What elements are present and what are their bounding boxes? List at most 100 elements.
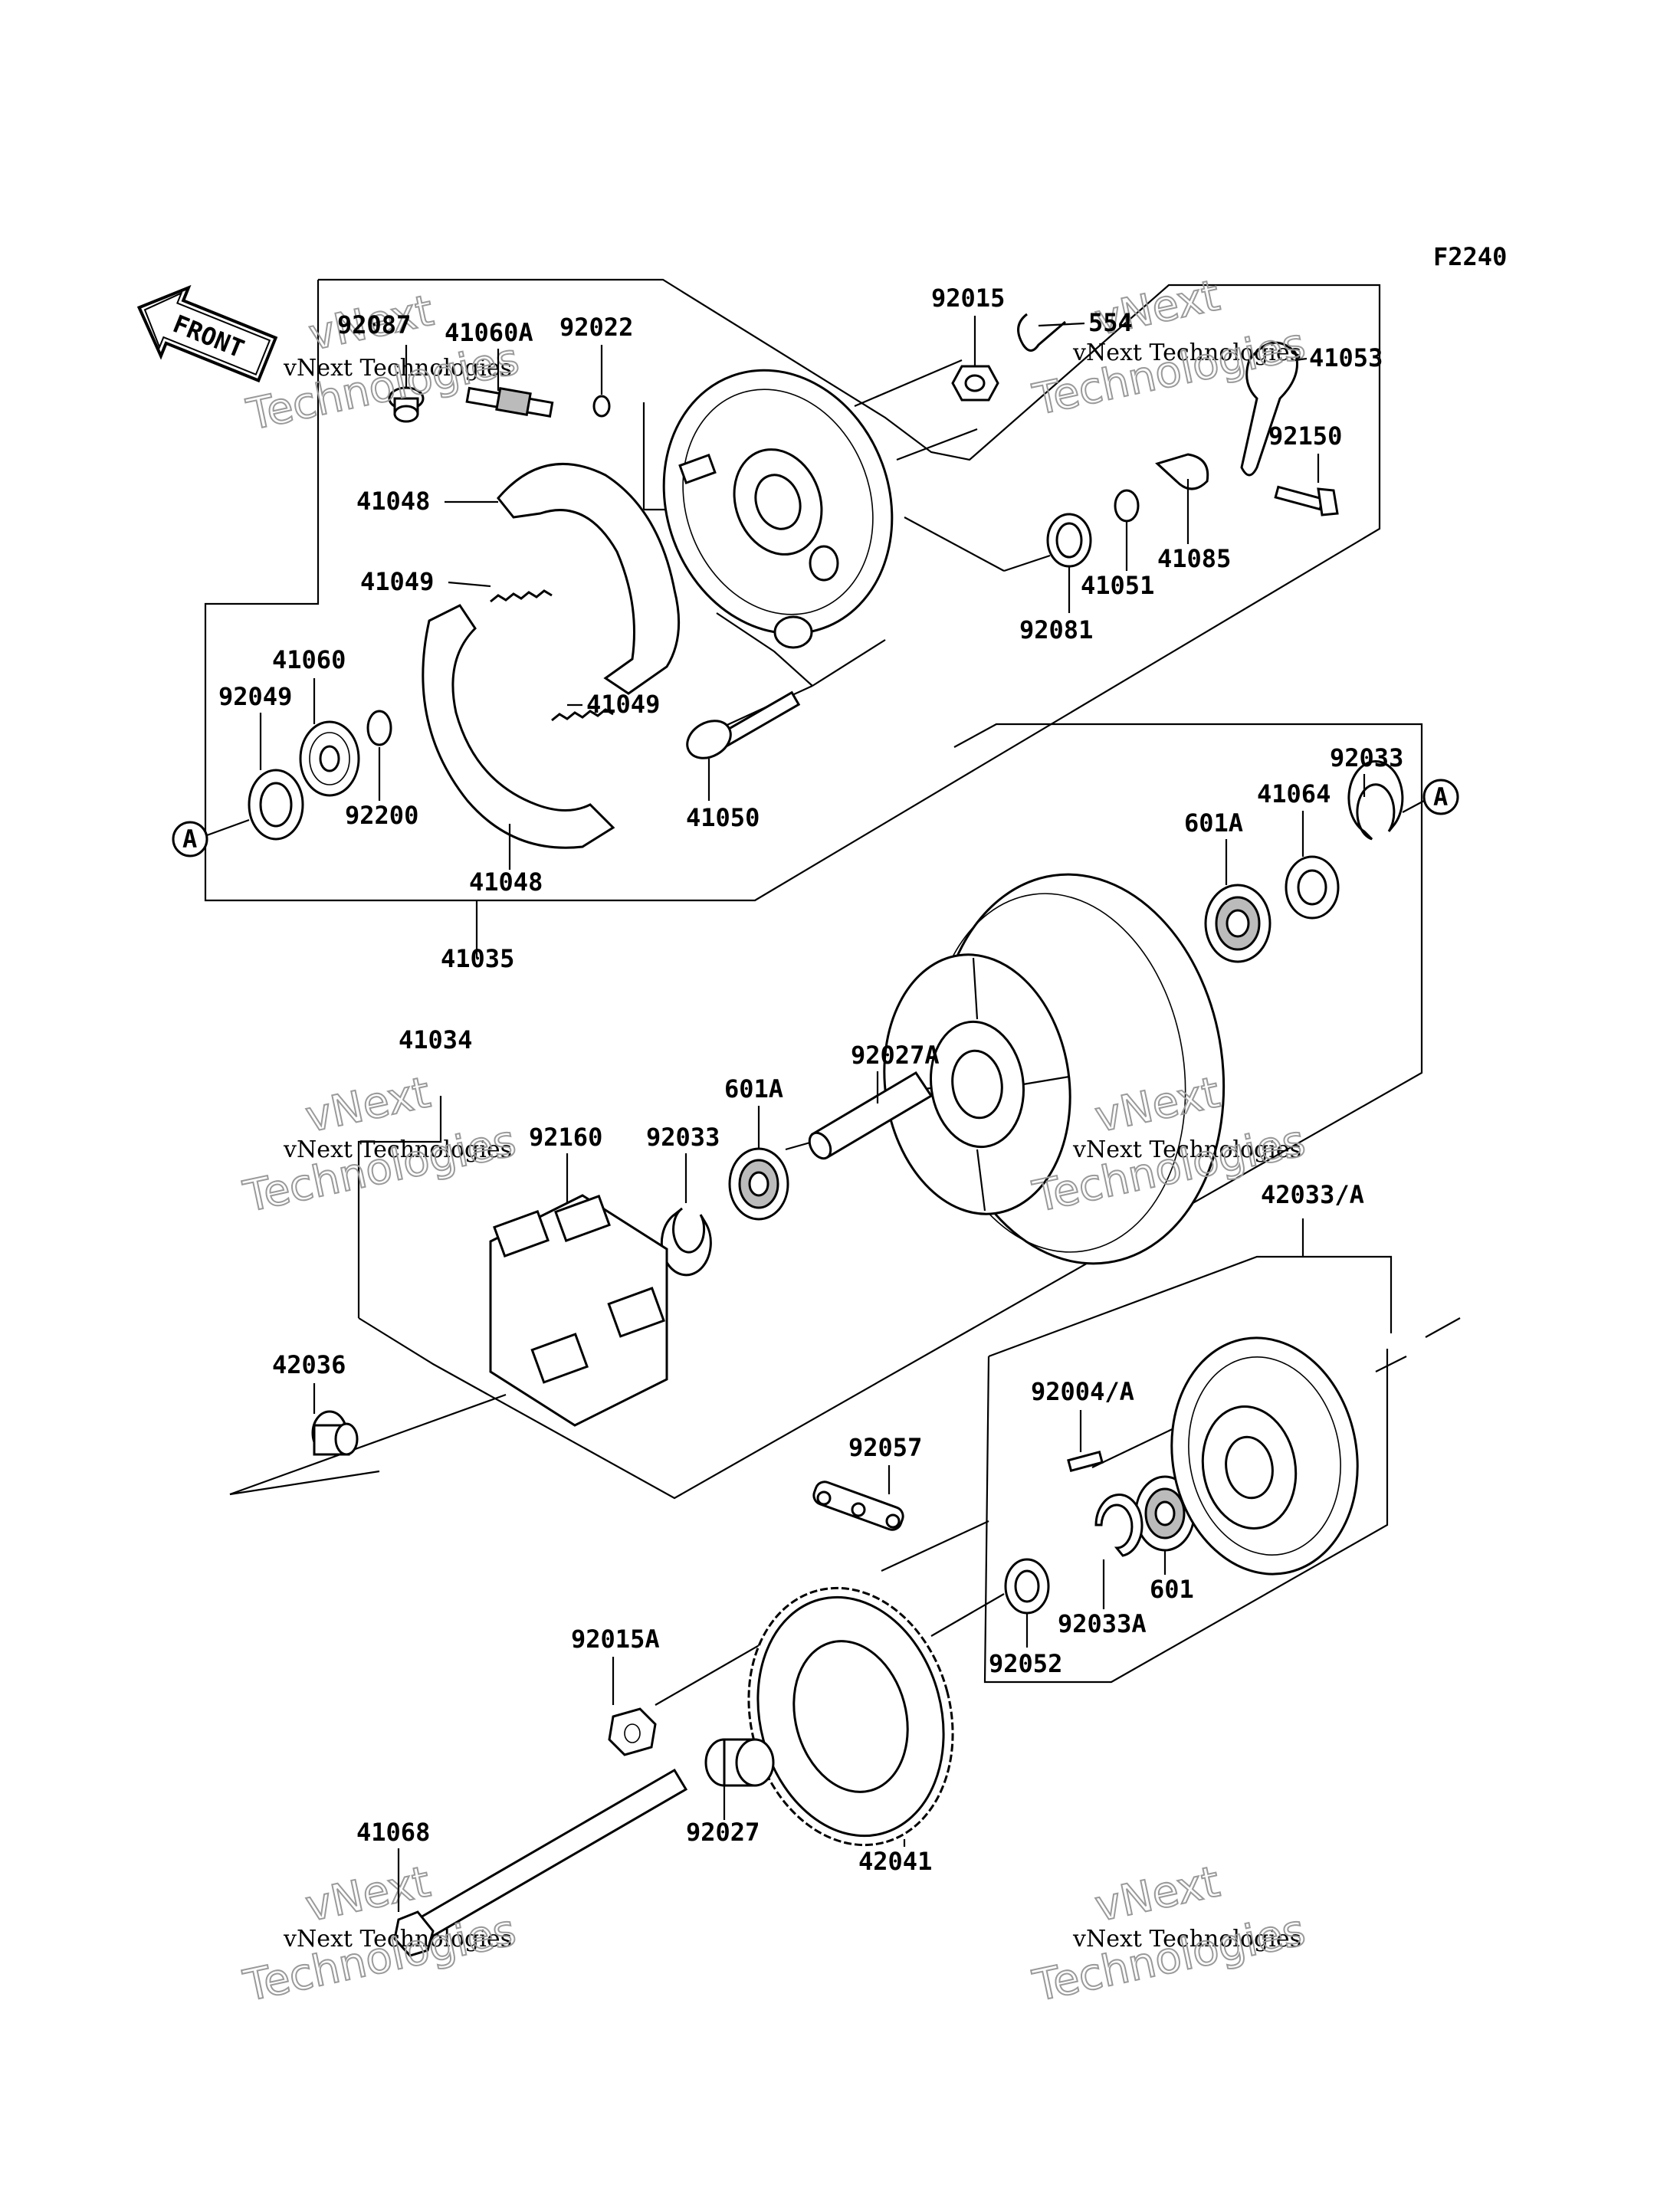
- part-label-601Ab: 601A: [724, 1074, 783, 1103]
- part-42033A-drawing: [1170, 1336, 1359, 1576]
- part-label-92027: 92027: [686, 1818, 760, 1847]
- part-label-41060: 41060: [272, 645, 346, 674]
- part-label-554: 554: [1088, 308, 1133, 337]
- part-label-42036: 42036: [272, 1350, 346, 1379]
- part-601A-upper-drawing: [1204, 884, 1271, 963]
- part-label-41049b: 41049: [586, 690, 660, 719]
- part-label-92033A: 92033A: [1058, 1609, 1147, 1638]
- part-label-41050: 41050: [686, 803, 760, 832]
- watermark-2: vNext Technologies vNext Technologies: [1028, 270, 1310, 426]
- svg-text:vNext Technologies: vNext Technologies: [1072, 339, 1301, 366]
- part-92087-drawing: [388, 386, 425, 423]
- part-41050-drawing: [686, 690, 801, 759]
- part-label-92057: 92057: [848, 1433, 922, 1462]
- part-92033-lower-drawing: [660, 1207, 712, 1277]
- part-label-92022: 92022: [559, 313, 633, 342]
- svg-text:Technologies: Technologies: [239, 1116, 520, 1222]
- group-frame-42033A: [983, 1349, 1389, 1684]
- watermark-3: vNext Technologies vNext Technologies: [238, 1067, 520, 1223]
- part-92027-drawing: [704, 1738, 775, 1787]
- part-label-41060A: 41060A: [445, 318, 533, 347]
- wheel-hub-drawing: [883, 873, 1226, 1265]
- svg-text:Technologies: Technologies: [239, 1905, 520, 2012]
- svg-text:vNext Technologies: vNext Technologies: [283, 355, 512, 382]
- part-label-92150: 92150: [1268, 421, 1342, 451]
- part-92033A-drawing: [1094, 1494, 1144, 1557]
- part-41049-lower-drawing: [551, 708, 614, 722]
- leader-line-554: [1038, 322, 1085, 327]
- leader-line-41053: [1294, 357, 1308, 362]
- part-41048-upper-drawing: [497, 463, 681, 695]
- leader-line-41049a: [448, 581, 491, 588]
- part-label-92015: 92015: [931, 284, 1005, 313]
- svg-text:vNext Technologies: vNext Technologies: [1072, 1136, 1301, 1163]
- part-label-601Aa: 601A: [1184, 808, 1243, 838]
- svg-text:Technologies: Technologies: [242, 334, 523, 441]
- part-label-92160: 92160: [529, 1123, 602, 1152]
- ref-marker-right-label: A: [1433, 782, 1448, 812]
- group-frame-41035: [204, 278, 1381, 902]
- part-label-92033b: 92033: [646, 1123, 720, 1152]
- part-label-41064: 41064: [1257, 779, 1331, 808]
- part-label-92049: 92049: [218, 682, 292, 711]
- part-41051-drawing: [1114, 489, 1140, 523]
- part-label-41035: 41035: [441, 944, 514, 973]
- part-92150-drawing: [1274, 485, 1339, 516]
- part-label-41049a: 41049: [360, 567, 434, 596]
- watermark-6: vNext Technologies vNext Technologies: [1028, 1856, 1310, 2012]
- part-92022-drawing: [592, 395, 611, 418]
- part-label-92087: 92087: [337, 310, 411, 339]
- part-label-92033a: 92033: [1330, 743, 1403, 772]
- part-42041-drawing: [747, 1586, 954, 1847]
- figure-code: F2240: [1433, 242, 1507, 271]
- part-41085-drawing: [1155, 453, 1209, 490]
- watermark-5: vNext Technologies vNext Technologies: [238, 1856, 520, 2012]
- part-41049-upper-drawing: [490, 589, 553, 603]
- svg-text:vNext: vNext: [301, 1067, 435, 1143]
- part-92052-drawing: [1004, 1558, 1050, 1615]
- part-92160-drawing: [489, 1194, 668, 1427]
- part-label-41068: 41068: [356, 1818, 430, 1847]
- part-41060-drawing: [299, 720, 360, 797]
- part-92027A-drawing: [808, 1071, 934, 1160]
- part-label-601: 601: [1150, 1575, 1194, 1604]
- part-label-92200: 92200: [345, 801, 418, 830]
- part-554-drawing: [1017, 313, 1066, 352]
- svg-text:vNext Technologies: vNext Technologies: [1072, 1926, 1301, 1953]
- part-92033-upper-drawing: [1347, 760, 1404, 841]
- brake-panel-drawing: [662, 369, 894, 649]
- part-41060A-drawing: [465, 386, 554, 418]
- part-92057-drawing: [812, 1481, 904, 1531]
- part-label-42041: 42041: [858, 1847, 932, 1876]
- part-92049-drawing: [248, 769, 304, 841]
- part-42036-drawing: [311, 1410, 359, 1456]
- ref-marker-left-label: A: [182, 825, 197, 854]
- part-label-92027A: 92027A: [851, 1041, 940, 1070]
- part-label-92081: 92081: [1019, 615, 1093, 644]
- svg-text:vNext Technologies: vNext Technologies: [283, 1136, 512, 1163]
- watermark-1: vNext Technologies vNext Technologies: [241, 285, 523, 441]
- part-92015A-drawing: [608, 1707, 657, 1756]
- part-label-92004A: 92004/A: [1031, 1377, 1134, 1406]
- part-label-42033A: 42033/A: [1261, 1180, 1364, 1209]
- svg-text:vNext: vNext: [1091, 1857, 1224, 1932]
- part-601A-lower-drawing: [728, 1147, 789, 1221]
- group-frame-41034: [358, 723, 1423, 1500]
- part-41053-drawing: [1240, 341, 1298, 477]
- part-92081-drawing: [1046, 513, 1092, 568]
- part-label-41085: 41085: [1157, 544, 1231, 573]
- ref-marker-left: A: [172, 821, 208, 857]
- svg-text:Technologies: Technologies: [1029, 1905, 1309, 2012]
- part-label-41051: 41051: [1081, 571, 1154, 600]
- part-label-41048a: 41048: [356, 487, 430, 516]
- leader-lines: [259, 316, 1366, 1912]
- part-label-41048b: 41048: [469, 867, 543, 897]
- part-label-41034: 41034: [399, 1025, 472, 1054]
- part-92200-drawing: [366, 710, 392, 746]
- part-41064-drawing: [1285, 855, 1340, 920]
- part-92004A-drawing: [1067, 1450, 1104, 1473]
- part-label-92015A: 92015A: [571, 1625, 660, 1654]
- part-label-92052: 92052: [989, 1649, 1062, 1678]
